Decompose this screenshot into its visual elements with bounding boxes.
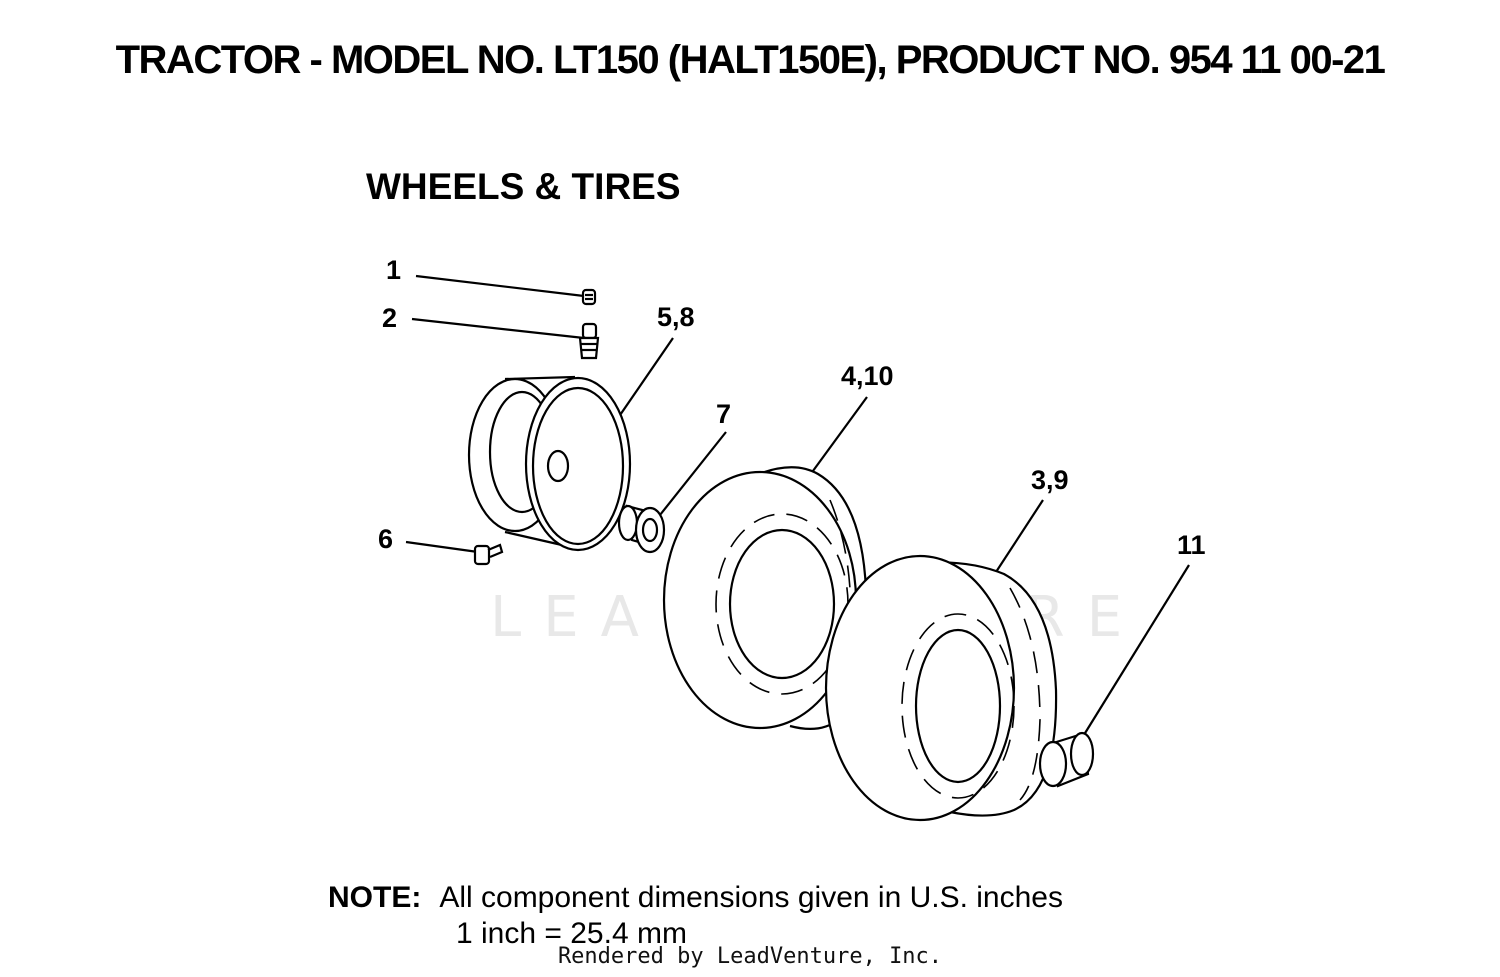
callout-11: 11 <box>1177 530 1206 560</box>
leader-line-7 <box>655 431 727 521</box>
valve-stem-part <box>578 322 600 360</box>
callout-4-10: 4,10 <box>841 361 894 391</box>
leader-line-11 <box>1081 564 1190 739</box>
hub-cap-part <box>1038 731 1095 788</box>
leader-line-6 <box>405 540 479 554</box>
valve-cap-part <box>581 288 597 306</box>
leader-line-4-10 <box>809 396 868 476</box>
note-label: NOTE: <box>328 881 422 914</box>
note-line-2: 1 inch = 25.4 mm <box>456 917 687 950</box>
note-line-1: All component dimensions given in U.S. i… <box>439 881 1063 914</box>
leader-line-1 <box>415 274 585 298</box>
callout-6: 6 <box>378 524 394 554</box>
callout-2: 2 <box>382 303 398 333</box>
leader-line-2 <box>411 317 585 340</box>
section-title: WHEELS & TIRES <box>366 166 681 207</box>
callout-1: 1 <box>386 255 402 285</box>
rim-part <box>467 375 632 552</box>
render-credit: Rendered by LeadVenture, Inc. <box>557 944 943 969</box>
rear-tire-part <box>824 554 1058 822</box>
callout-3-9: 3,9 <box>1031 465 1069 495</box>
dimension-note: NOTE: All component dimensions given in U… <box>328 880 1063 952</box>
bushing-part <box>617 504 666 554</box>
leader-line-5-8 <box>617 337 674 419</box>
bolt-part <box>473 543 504 566</box>
leader-line-3-9 <box>995 499 1044 573</box>
callout-5-8: 5,8 <box>657 302 695 332</box>
callout-7: 7 <box>716 399 732 429</box>
page-title: TRACTOR - MODEL NO. LT150 (HALT150E), PR… <box>115 38 1386 82</box>
